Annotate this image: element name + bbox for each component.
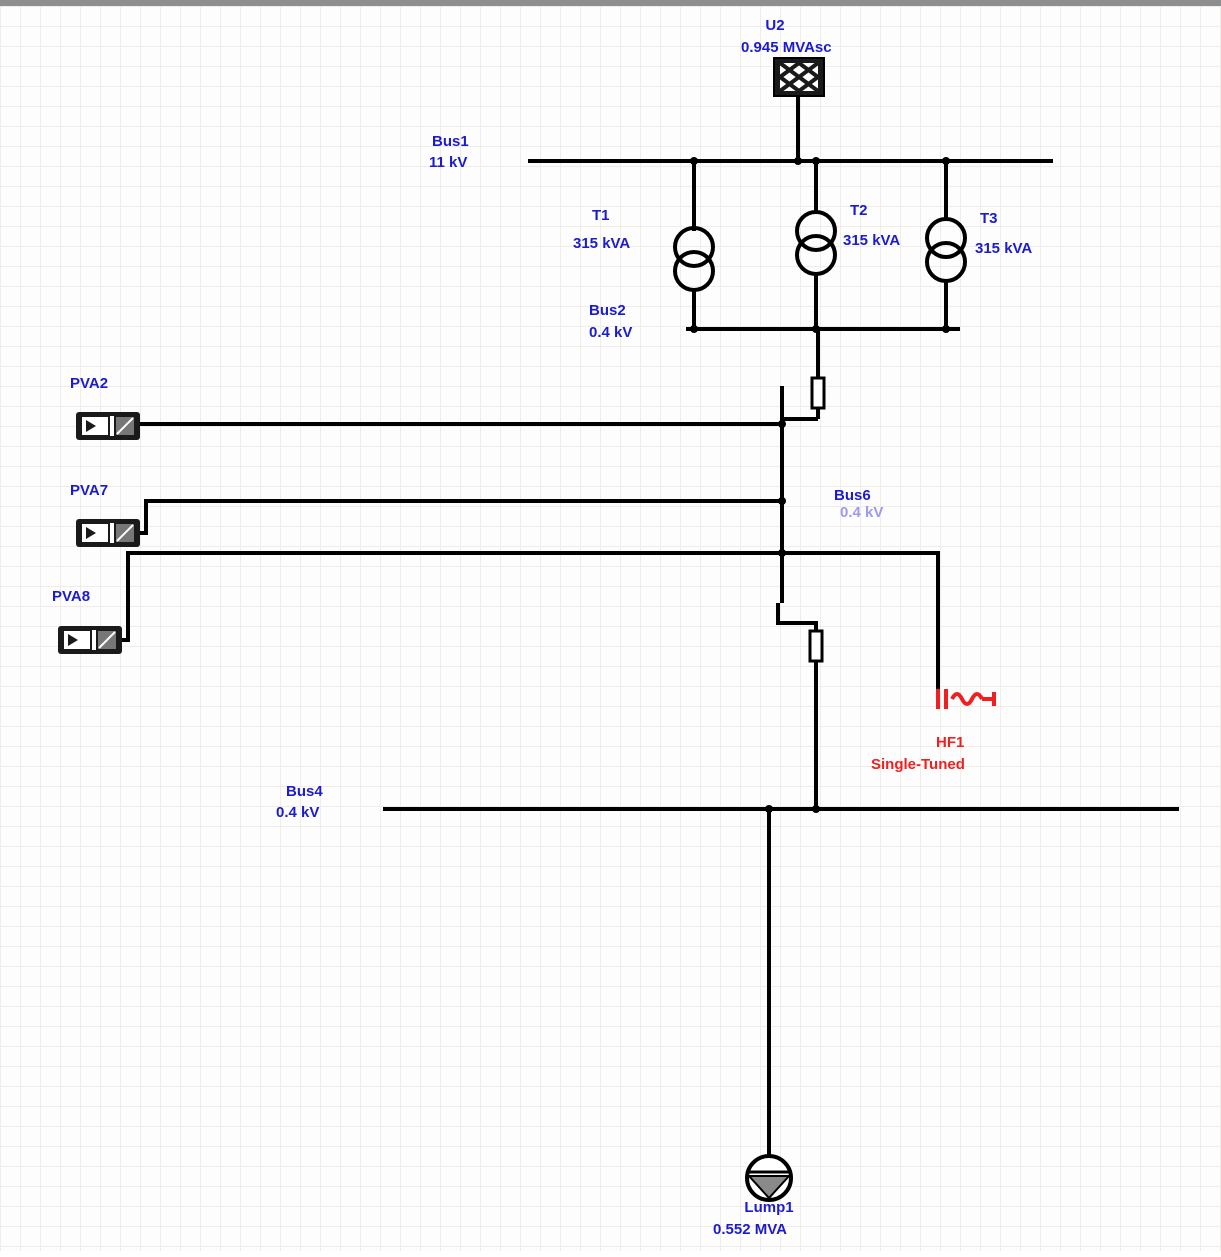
pv-array-pva8-icon[interactable]	[58, 626, 122, 654]
bus1-name: Bus1	[432, 133, 469, 150]
bus4-name: Bus4	[286, 783, 323, 800]
load-rating: 0.552 MVA	[713, 1221, 787, 1238]
bus6-name: Bus6	[834, 487, 871, 504]
t1-name: T1	[592, 207, 610, 224]
lumped-load-icon[interactable]	[745, 1154, 793, 1202]
cable-1-icon[interactable]	[810, 376, 826, 410]
harmonic-filter-icon[interactable]	[936, 689, 996, 709]
t3-name: T3	[980, 210, 998, 227]
t2-name: T2	[850, 202, 868, 219]
pva8-name: PVA8	[52, 588, 91, 605]
pva7-feeder	[140, 499, 782, 535]
pva2-name: PVA2	[70, 375, 109, 392]
pv-array-pva7-icon[interactable]	[76, 519, 140, 547]
bus2-name: Bus2	[589, 302, 626, 319]
t1-rating: 315 kVA	[573, 235, 631, 252]
utility-icon[interactable]	[773, 57, 825, 97]
pva8-feeder	[122, 551, 782, 642]
one-line-diagram	[58, 57, 1179, 1202]
load-name: Lump1	[744, 1199, 794, 1216]
transformer-t1-icon[interactable]	[673, 226, 715, 292]
transformer-t3-icon[interactable]	[925, 217, 967, 283]
t3-rating: 315 kVA	[975, 240, 1033, 257]
bus2-voltage: 0.4 kV	[589, 324, 633, 341]
hf1-name: HF1	[936, 734, 965, 751]
bus1-voltage: 11 kV	[429, 154, 468, 171]
hf1-type: Single-Tuned	[871, 756, 965, 773]
utility-name: U2	[765, 17, 785, 34]
pva7-name: PVA7	[70, 482, 109, 499]
transformer-t2-icon[interactable]	[795, 210, 837, 276]
bus4-voltage: 0.4 kV	[276, 804, 320, 821]
bus6-voltage: 0.4 kV	[840, 504, 884, 521]
cable-2-icon[interactable]	[808, 629, 824, 663]
hf1-feeder	[782, 551, 940, 699]
t2-rating: 315 kVA	[843, 232, 901, 249]
utility-rating: 0.945 MVAsc	[741, 39, 832, 56]
pv-array-pva2-icon[interactable]	[76, 412, 140, 440]
cable-2-jog	[776, 603, 818, 631]
